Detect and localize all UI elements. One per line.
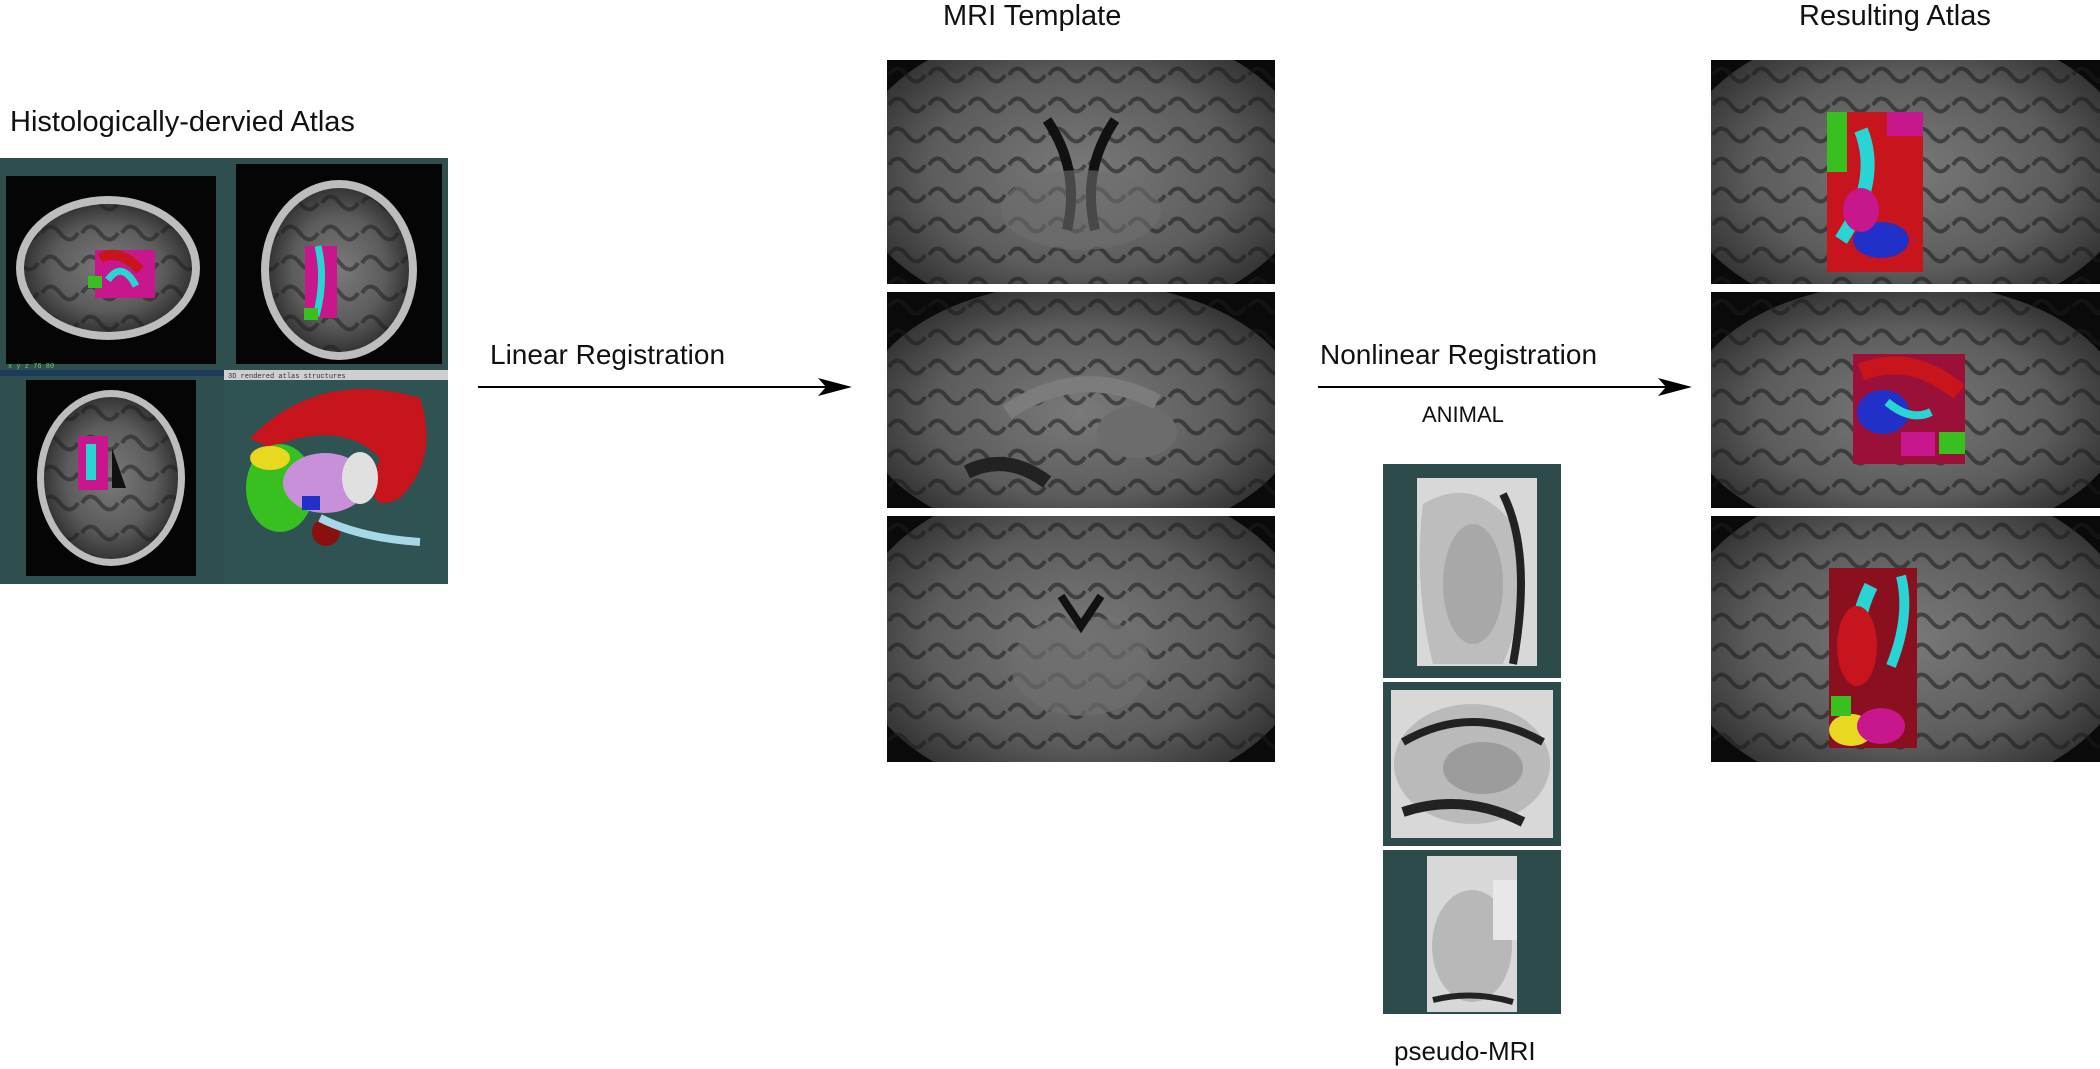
pseudo-mri-slice-2 xyxy=(1383,682,1561,846)
pseudo-mri-slice-1 xyxy=(1383,464,1561,678)
nonlinear-registration-label: Nonlinear Registration xyxy=(1320,339,1598,370)
atlas-viewer-panel: x y z 76 80 3D rendered atlas structures xyxy=(0,158,448,584)
atlas-axial-view xyxy=(26,380,196,576)
pseudo-mri-label: pseudo-MRI xyxy=(1394,1036,1536,1066)
resulting-atlas-slice-2 xyxy=(1711,292,2100,508)
atlas-sagittal-view xyxy=(6,176,216,364)
animal-label: ANIMAL xyxy=(1422,402,1504,427)
atlas-3d-render-view: 3D rendered atlas structures xyxy=(224,370,448,584)
resulting-atlas-title: Resulting Atlas xyxy=(1799,0,1991,32)
linear-registration-arrow xyxy=(478,378,852,396)
resulting-atlas-slice-1 xyxy=(1711,60,2100,284)
mri-template-coronal-slice-1 xyxy=(887,60,1275,284)
mri-template-coronal-slice-2 xyxy=(887,516,1275,762)
atlas-title: Histologically-dervied Atlas xyxy=(10,106,355,138)
svg-text:3D rendered atlas structures: 3D rendered atlas structures xyxy=(228,373,346,381)
pseudo-mri-slice-3 xyxy=(1383,850,1561,1014)
linear-registration-label: Linear Registration xyxy=(490,339,726,370)
resulting-atlas-slice-3 xyxy=(1711,516,2100,762)
nonlinear-registration-arrow xyxy=(1318,378,1692,396)
mri-template-sagittal-slice xyxy=(887,292,1275,508)
mri-template-title: MRI Template xyxy=(943,0,1122,32)
svg-text:x y z 76 80: x y z 76 80 xyxy=(8,363,54,371)
atlas-coronal-view xyxy=(236,164,442,364)
